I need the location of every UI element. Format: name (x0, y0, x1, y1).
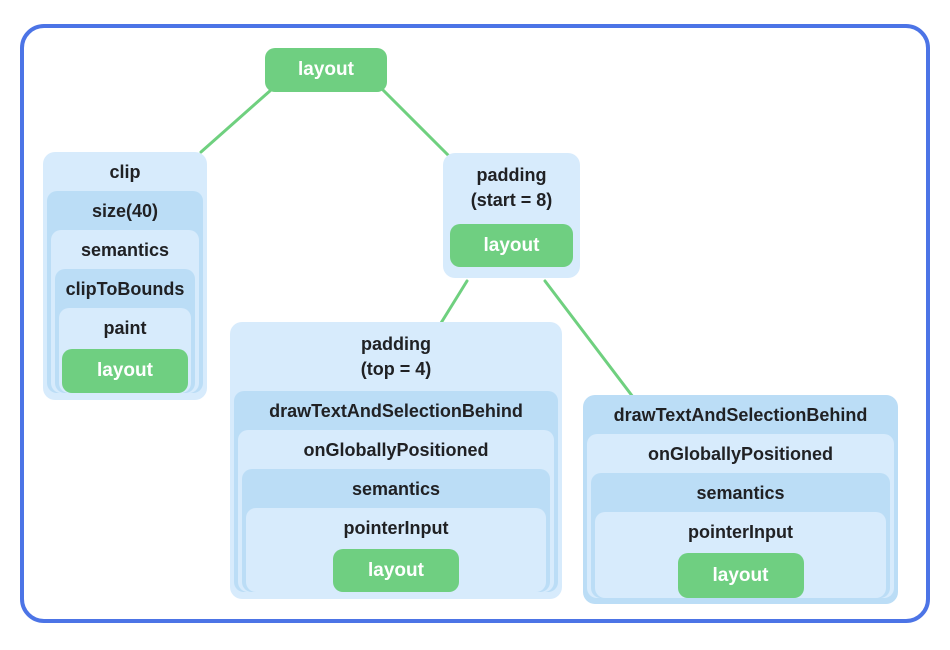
layer-semantics: semantics pointerInput layout (242, 469, 550, 592)
layer-paint: paint layout (59, 308, 191, 393)
layer-pointer-input-label: pointerInput (688, 522, 793, 542)
layer-draw-text-and-selection-behind: drawTextAndSelectionBehind onGloballyPos… (234, 391, 558, 592)
padding-top-title-line1: padding (361, 334, 431, 354)
padding-start-title: padding (start = 8) (443, 153, 580, 222)
layer-clip-to-bounds: clipToBounds paint layout (55, 269, 195, 393)
clip-chain-title: clip (109, 162, 141, 182)
layer-size: size(40) semantics clipToBounds paint la… (47, 191, 203, 393)
padding-top-title-line2: (top = 4) (360, 359, 432, 379)
layer-draw-text-label: drawTextAndSelectionBehind (269, 401, 523, 421)
layer-pointer-input: pointerInput layout (595, 512, 886, 598)
node-draw-text-leaf-layout: layout (677, 553, 804, 598)
layer-on-globally-positioned-label: onGloballyPositioned (647, 444, 833, 464)
layer-paint-label: paint (103, 318, 147, 338)
node-draw-text-chain: drawTextAndSelectionBehind onGloballyPos… (583, 395, 898, 604)
layer-semantics: semantics clipToBounds paint layout (51, 230, 199, 393)
layer-semantics-label: semantics (351, 479, 441, 499)
node-padding-start-leaf-layout: layout (450, 224, 573, 267)
node-clip-leaf-layout: layout (62, 349, 188, 393)
layer-clip-to-bounds-label: clipToBounds (65, 279, 185, 299)
layer-semantics: semantics pointerInput layout (591, 473, 890, 598)
padding-start-title-line2: (start = 8) (470, 190, 553, 210)
layer-on-globally-positioned: onGloballyPositioned semantics pointerIn… (587, 434, 894, 598)
node-root-layout: layout (265, 48, 387, 92)
diagram-border-frame (20, 24, 930, 623)
layer-pointer-input: pointerInput layout (246, 508, 546, 592)
layer-pointer-input-label: pointerInput (343, 518, 449, 538)
node-padding-top-leaf-layout: layout (333, 549, 459, 592)
layer-size-label: size(40) (91, 201, 159, 221)
layer-semantics-label: semantics (80, 240, 170, 260)
node-padding-top-chain: padding (top = 4) drawTextAndSelectionBe… (230, 322, 562, 599)
layer-on-globally-positioned-label: onGloballyPositioned (303, 440, 489, 460)
padding-top-title: padding (top = 4) (230, 322, 562, 391)
draw-text-chain-title: drawTextAndSelectionBehind (613, 405, 868, 425)
node-clip-chain: clip size(40) semantics clipToBounds pai… (43, 152, 207, 400)
node-padding-start: padding (start = 8) layout (443, 153, 580, 278)
layer-semantics-label: semantics (696, 483, 785, 503)
layer-on-globally-positioned: onGloballyPositioned semantics pointerIn… (238, 430, 554, 592)
padding-start-title-line1: padding (476, 165, 547, 185)
